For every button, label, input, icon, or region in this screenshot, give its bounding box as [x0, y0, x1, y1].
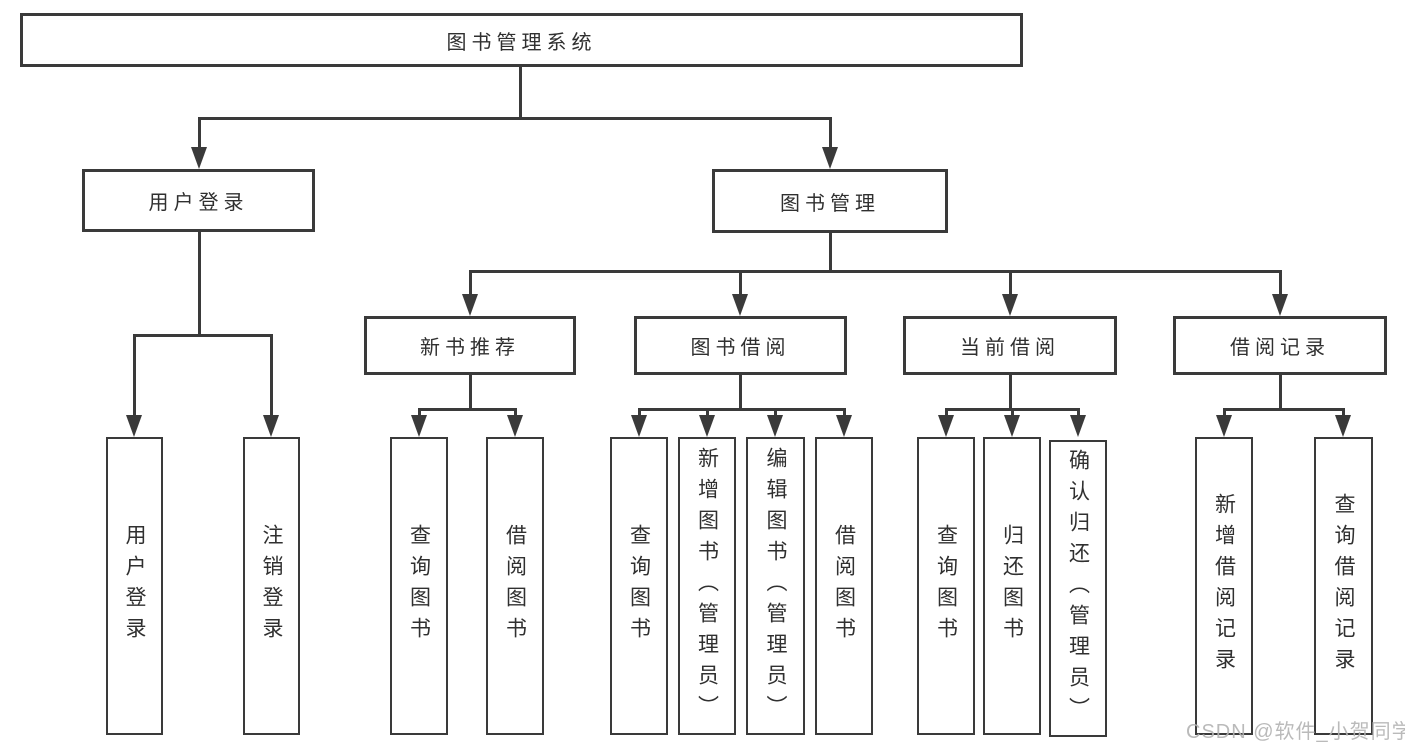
node-label: 借阅图书 — [503, 524, 527, 648]
arrow-down-icon — [1216, 415, 1232, 437]
leaf-user-login: 用户登录 — [106, 437, 163, 735]
connector-line — [468, 373, 472, 410]
connector-line — [773, 408, 777, 417]
leaf-add-book-admin: 新增图书（管理员） — [678, 437, 736, 735]
node-user-login: 用户登录 — [82, 169, 315, 232]
connector-line — [828, 232, 832, 272]
arrow-down-icon — [411, 415, 427, 437]
arrow-down-icon — [507, 415, 523, 437]
connector-line — [417, 408, 517, 411]
csdn-watermark: CSDN @软件_小贺同学 — [1186, 721, 1405, 743]
arrow-down-icon — [938, 415, 954, 437]
node-label: 借阅图书 — [832, 524, 856, 648]
leaf-logout: 注销登录 — [243, 437, 300, 735]
connector-line — [637, 408, 846, 411]
node-label: 用户登录 — [123, 524, 146, 648]
node-label: 查询图书 — [407, 524, 431, 648]
arrow-down-icon — [1002, 294, 1018, 316]
connector-line — [1010, 408, 1014, 417]
connector-line — [417, 408, 421, 417]
node-label: 注销登录 — [260, 524, 283, 648]
connector-line — [1222, 408, 1345, 411]
arrow-down-icon — [126, 415, 142, 437]
node-label: 查询图书 — [627, 524, 651, 648]
node-label: 编辑图书（管理员） — [764, 446, 787, 726]
node-label: 新增图书（管理员） — [695, 446, 719, 726]
arrow-down-icon — [822, 147, 838, 169]
connector-line — [738, 272, 742, 296]
node-root-library-system: 图书管理系统 — [20, 13, 1023, 67]
arrow-down-icon — [462, 294, 478, 316]
node-label: 归还图书 — [1000, 524, 1024, 648]
connector-line — [132, 336, 136, 416]
node-label: 新书推荐 — [420, 337, 520, 359]
connector-line — [828, 118, 832, 148]
connector-line — [1008, 272, 1012, 296]
connector-line — [1222, 408, 1226, 417]
leaf-query-borrow-record: 查询借阅记录 — [1314, 437, 1373, 735]
connector-line — [197, 118, 201, 148]
node-label: 确认归还（管理员） — [1066, 449, 1090, 728]
node-label: 借阅记录 — [1230, 337, 1330, 359]
node-label: 图书管理 — [780, 192, 880, 215]
node-borrow-records: 借阅记录 — [1173, 316, 1387, 375]
connector-line — [1341, 408, 1345, 417]
connector-line — [132, 334, 273, 337]
leaf-edit-book-admin: 编辑图书（管理员） — [746, 437, 805, 735]
connector-line — [197, 117, 832, 120]
arrow-down-icon — [767, 415, 783, 437]
node-book-borrowing: 图书借阅 — [634, 316, 847, 375]
node-book-management: 图书管理 — [712, 169, 948, 233]
leaf-return-books: 归还图书 — [983, 437, 1041, 735]
connector-line — [1278, 373, 1282, 410]
node-new-book-recommend: 新书推荐 — [364, 316, 576, 375]
arrow-down-icon — [1335, 415, 1351, 437]
leaf-query-books: 查询图书 — [610, 437, 668, 735]
connector-line — [738, 373, 742, 410]
node-current-borrowing: 当前借阅 — [903, 316, 1117, 375]
leaf-borrow-books: 借阅图书 — [815, 437, 873, 735]
arrow-down-icon — [1070, 415, 1086, 437]
arrow-down-icon — [191, 147, 207, 169]
connector-line — [468, 270, 1282, 273]
connector-line — [705, 408, 709, 417]
connector-line — [944, 408, 948, 417]
leaf-query-books: 查询图书 — [917, 437, 975, 735]
connector-line — [513, 408, 517, 417]
node-label: 查询借阅记录 — [1332, 493, 1355, 679]
arrow-down-icon — [836, 415, 852, 437]
connector-line — [518, 67, 522, 118]
connector-line — [468, 272, 472, 296]
connector-line — [842, 408, 846, 417]
connector-line — [269, 336, 273, 416]
node-label: 用户登录 — [148, 192, 249, 214]
arrow-down-icon — [263, 415, 279, 437]
leaf-confirm-return-admin: 确认归还（管理员） — [1049, 440, 1107, 737]
connector-line — [637, 408, 641, 417]
arrow-down-icon — [732, 294, 748, 316]
connector-line — [1008, 373, 1012, 410]
arrow-down-icon — [699, 415, 715, 437]
node-label: 图书借阅 — [690, 337, 791, 359]
node-label: 新增借阅记录 — [1212, 493, 1236, 679]
arrow-down-icon — [631, 415, 647, 437]
node-label: 当前借阅 — [960, 337, 1060, 359]
leaf-add-borrow-record: 新增借阅记录 — [1195, 437, 1253, 735]
leaf-borrow-books: 借阅图书 — [486, 437, 544, 735]
node-label: 查询图书 — [934, 524, 958, 648]
arrow-down-icon — [1272, 294, 1288, 316]
connector-line — [1076, 408, 1080, 417]
arrow-down-icon — [1004, 415, 1020, 437]
connector-line — [197, 231, 201, 336]
connector-line — [1278, 272, 1282, 296]
node-label: 图书管理系统 — [446, 31, 597, 54]
leaf-query-books: 查询图书 — [390, 437, 448, 735]
